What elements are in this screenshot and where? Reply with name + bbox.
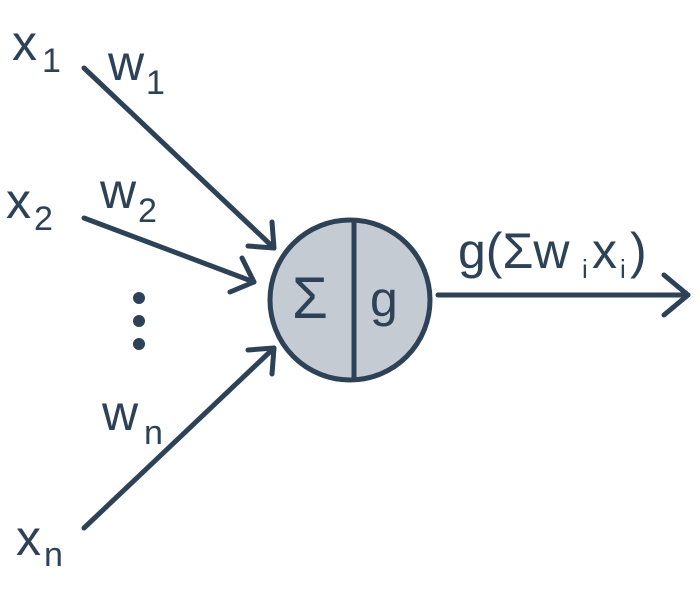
output-label: g(Σw i x i ) xyxy=(458,223,647,284)
weight-2-subscript: 2 xyxy=(138,192,157,230)
weight-1-label: w 1 xyxy=(107,35,165,102)
edge-input-n xyxy=(81,345,277,531)
input-2-var: x xyxy=(6,173,31,229)
output-suffix: ) xyxy=(630,223,647,279)
edge-input-1 xyxy=(81,65,277,251)
input-n-subscript: n xyxy=(44,536,63,574)
arrowhead-icon xyxy=(227,255,257,295)
output-mid: x xyxy=(592,223,617,279)
weight-n-var: w xyxy=(101,385,139,441)
input-1-label: x 1 xyxy=(12,15,61,80)
ellipsis-dot xyxy=(133,292,145,304)
output-subscript-1: i xyxy=(582,254,588,284)
sum-symbol: Σ xyxy=(292,266,328,331)
activation-symbol: g xyxy=(370,271,398,327)
arrowhead-icon xyxy=(245,219,277,251)
weight-1-var: w xyxy=(107,35,145,91)
ellipsis-dot xyxy=(133,315,145,327)
weight-2-var: w xyxy=(99,163,137,219)
edge-input-2 xyxy=(81,215,257,295)
arrowhead-icon xyxy=(245,345,277,377)
input-2-label: x 2 xyxy=(6,173,53,238)
input-1-subscript: 1 xyxy=(42,42,61,80)
weight-1-subscript: 1 xyxy=(146,64,165,102)
arrowhead-icon xyxy=(661,272,691,318)
neuron-circle xyxy=(267,217,433,383)
input-2-subscript: 2 xyxy=(34,200,53,238)
input-n-var: x xyxy=(16,510,41,566)
edge-output xyxy=(435,272,691,318)
neuron-node: Σ g xyxy=(267,217,433,383)
weight-n-label: w n xyxy=(101,385,163,452)
weight-2-label: w 2 xyxy=(99,163,157,230)
ellipsis-dots xyxy=(133,292,145,350)
ellipsis-dot xyxy=(133,338,145,350)
weight-n-subscript: n xyxy=(144,414,163,452)
output-subscript-2: i xyxy=(620,254,626,284)
input-n-label: x n xyxy=(16,510,63,574)
output-prefix: g(Σw xyxy=(458,223,570,279)
input-1-var: x xyxy=(12,15,37,71)
